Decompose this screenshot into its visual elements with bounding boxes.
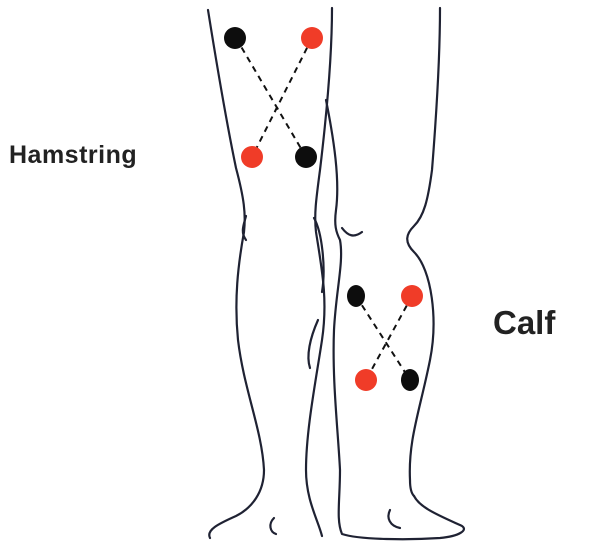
calf-electrode-black-lower bbox=[401, 369, 419, 391]
hamstring-electrode-red-lower bbox=[241, 146, 263, 168]
hamstring-guides bbox=[236, 38, 312, 157]
calf-electrode-red-lower bbox=[355, 369, 377, 391]
hamstring-electrode-black-lower bbox=[295, 146, 317, 168]
hamstring-label: Hamstring bbox=[9, 143, 137, 168]
right-leg-outline bbox=[326, 8, 464, 539]
hamstring-electrode-black-upper bbox=[224, 27, 246, 49]
calf-guides bbox=[356, 296, 412, 380]
calf-electrode-black-upper bbox=[347, 285, 365, 307]
left-leg-outline bbox=[208, 8, 332, 538]
calf-label: Calf bbox=[493, 306, 555, 339]
calf-electrode-red-upper bbox=[401, 285, 423, 307]
hamstring-electrode-red-upper bbox=[301, 27, 323, 49]
